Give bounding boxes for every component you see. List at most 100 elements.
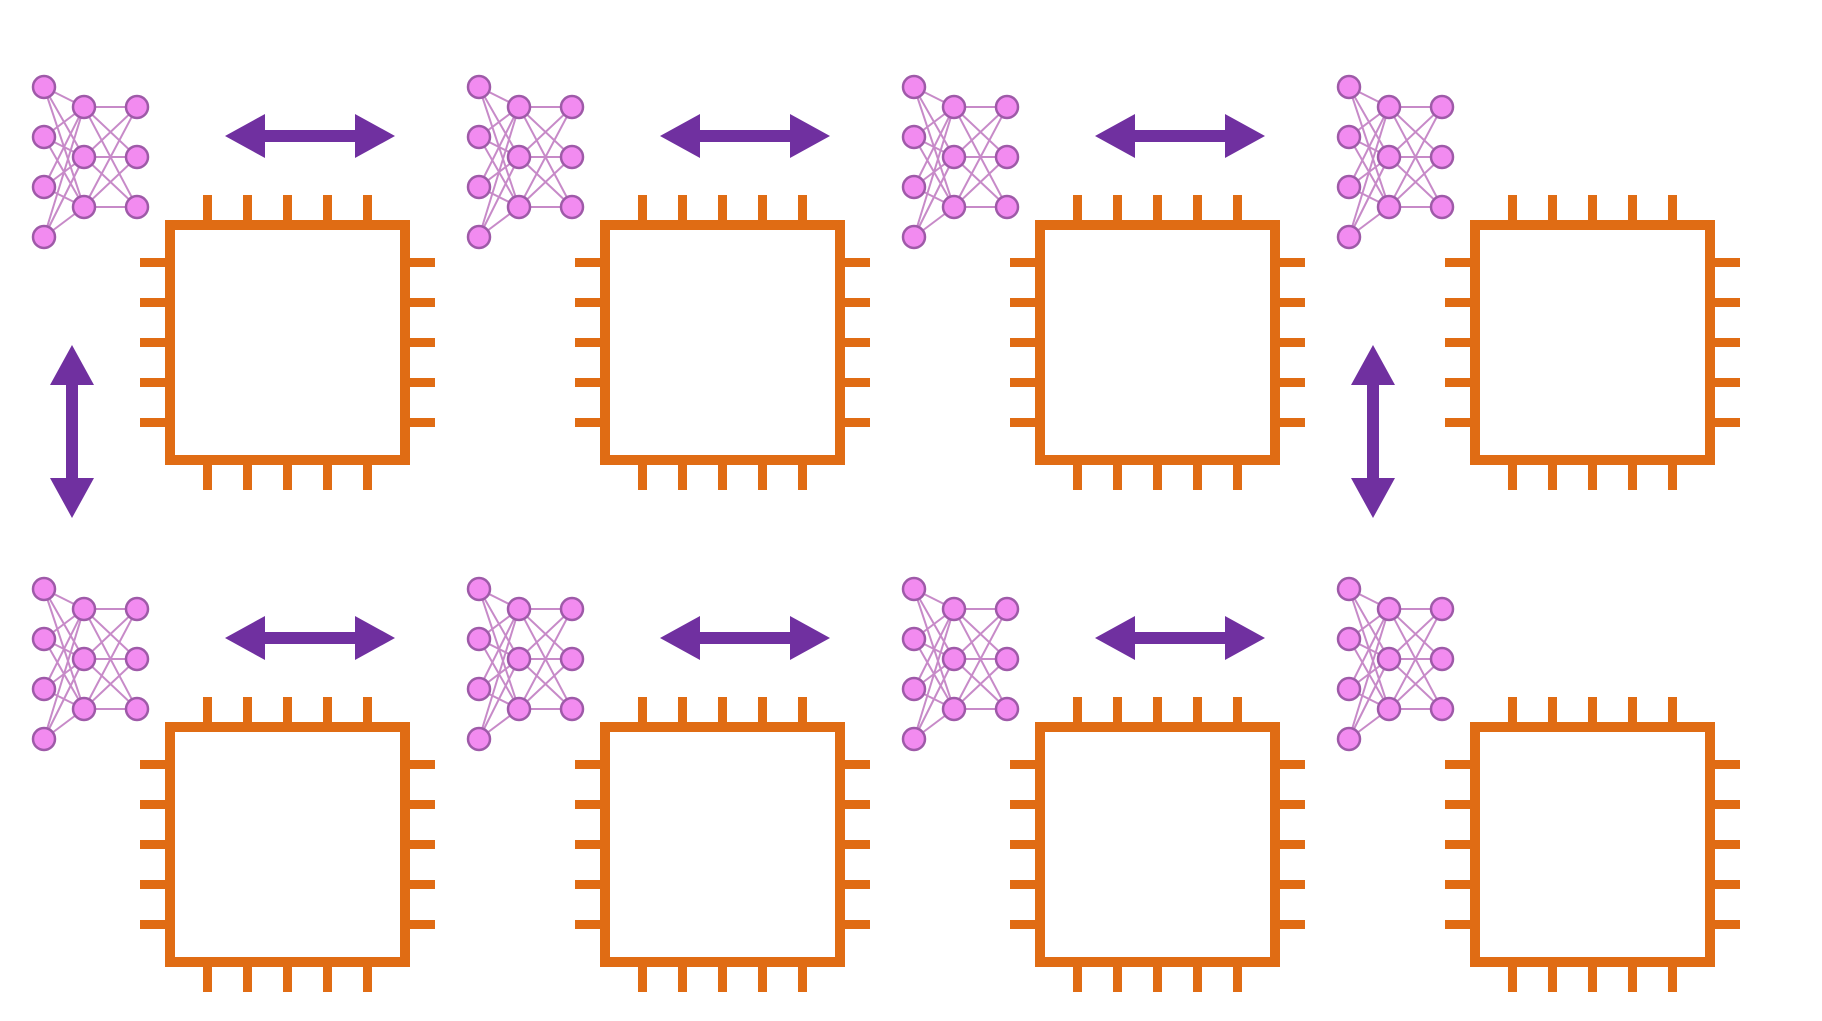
network-node bbox=[71, 144, 97, 170]
arrow-head-end bbox=[50, 478, 94, 518]
chip-pin bbox=[140, 840, 170, 849]
chip-pin bbox=[1588, 195, 1597, 225]
network-node bbox=[466, 626, 492, 652]
network-node bbox=[124, 696, 150, 722]
chip-pin bbox=[140, 880, 170, 889]
network-node bbox=[941, 696, 967, 722]
chip-pin bbox=[1710, 298, 1740, 307]
chip-pin bbox=[638, 460, 647, 490]
network-node bbox=[71, 646, 97, 672]
bidirectional-arrow-row2-2 bbox=[660, 616, 830, 660]
chip-pin bbox=[758, 195, 767, 225]
chip-pin bbox=[1113, 460, 1122, 490]
network-edge bbox=[1388, 608, 1443, 710]
chip-body bbox=[165, 722, 410, 967]
bidirectional-arrow-row2-3 bbox=[1095, 616, 1265, 660]
chip-pin bbox=[283, 460, 292, 490]
chip-pin bbox=[1275, 920, 1305, 929]
chip-pin bbox=[798, 962, 807, 992]
chip-pin bbox=[1233, 962, 1242, 992]
chip-pin bbox=[140, 378, 170, 387]
arrow-shaft bbox=[265, 130, 355, 142]
network-node bbox=[941, 646, 967, 672]
network-node bbox=[124, 94, 150, 120]
arrow-head-end bbox=[790, 114, 830, 158]
network-node bbox=[901, 676, 927, 702]
chip-pin bbox=[758, 962, 767, 992]
network-node bbox=[994, 596, 1020, 622]
chip-pin bbox=[1445, 920, 1475, 929]
chip-pin bbox=[1275, 298, 1305, 307]
chip-pin bbox=[1193, 697, 1202, 727]
network-edge bbox=[913, 156, 955, 238]
chip-pin bbox=[140, 258, 170, 267]
network-edge bbox=[478, 608, 520, 740]
network-node bbox=[1376, 94, 1402, 120]
network-node bbox=[1429, 596, 1455, 622]
network-node bbox=[71, 596, 97, 622]
network-node bbox=[901, 726, 927, 752]
chip-pin bbox=[140, 920, 170, 929]
network-node bbox=[1336, 174, 1362, 200]
chip-pin bbox=[1153, 962, 1162, 992]
chip-icon-r2-c3 bbox=[1010, 697, 1305, 992]
chip-pin bbox=[1275, 258, 1305, 267]
network-node bbox=[994, 144, 1020, 170]
network-edge bbox=[518, 106, 573, 208]
chip-icon-r2-c1 bbox=[140, 697, 435, 992]
neural-network-icon-r2-c4 bbox=[1336, 576, 1455, 752]
network-edge bbox=[43, 106, 85, 188]
network-edge bbox=[1348, 106, 1390, 188]
network-node bbox=[31, 626, 57, 652]
bidirectional-arrow-row1-1 bbox=[225, 114, 395, 158]
network-node bbox=[1336, 124, 1362, 150]
chip-pin bbox=[1073, 962, 1082, 992]
network-edge bbox=[43, 608, 85, 740]
chip-pin bbox=[1445, 840, 1475, 849]
network-node bbox=[31, 174, 57, 200]
chip-pin bbox=[798, 460, 807, 490]
chip-pin bbox=[1668, 697, 1677, 727]
chip-pin bbox=[405, 378, 435, 387]
arrow-head-end bbox=[355, 616, 395, 660]
chip-pin bbox=[1193, 460, 1202, 490]
network-node bbox=[466, 74, 492, 100]
chip-pin bbox=[1193, 195, 1202, 225]
chip-pin bbox=[323, 962, 332, 992]
network-node bbox=[1376, 596, 1402, 622]
chip-pin bbox=[1275, 880, 1305, 889]
chip-pin bbox=[1010, 760, 1040, 769]
chip-pin bbox=[1628, 962, 1637, 992]
network-node bbox=[1429, 646, 1455, 672]
arrow-head-start bbox=[225, 616, 265, 660]
chip-pin bbox=[405, 418, 435, 427]
chip-pin bbox=[1445, 378, 1475, 387]
chip-pin bbox=[140, 800, 170, 809]
chip-pin bbox=[363, 195, 372, 225]
bidirectional-arrow-row1-2 bbox=[660, 114, 830, 158]
chip-pin bbox=[1275, 418, 1305, 427]
neural-network-icon-r2-c3 bbox=[901, 576, 1020, 752]
chip-pin bbox=[758, 460, 767, 490]
network-node bbox=[1376, 696, 1402, 722]
network-node bbox=[1336, 676, 1362, 702]
network-edge bbox=[83, 608, 138, 710]
chip-icon-r1-c3 bbox=[1010, 195, 1305, 490]
chip-pin bbox=[405, 840, 435, 849]
network-node bbox=[1336, 576, 1362, 602]
chip-pin bbox=[1508, 460, 1517, 490]
network-node bbox=[941, 94, 967, 120]
chip-pin bbox=[363, 460, 372, 490]
chip-pin bbox=[575, 258, 605, 267]
chip-pin bbox=[840, 800, 870, 809]
network-node bbox=[941, 596, 967, 622]
chip-pin bbox=[1153, 460, 1162, 490]
chip-body bbox=[1035, 722, 1280, 967]
chip-pin bbox=[798, 697, 807, 727]
chip-pin bbox=[1275, 338, 1305, 347]
network-node bbox=[1376, 194, 1402, 220]
chip-pin bbox=[1073, 460, 1082, 490]
chip-pin bbox=[1445, 418, 1475, 427]
arrow-head-start bbox=[1095, 114, 1135, 158]
